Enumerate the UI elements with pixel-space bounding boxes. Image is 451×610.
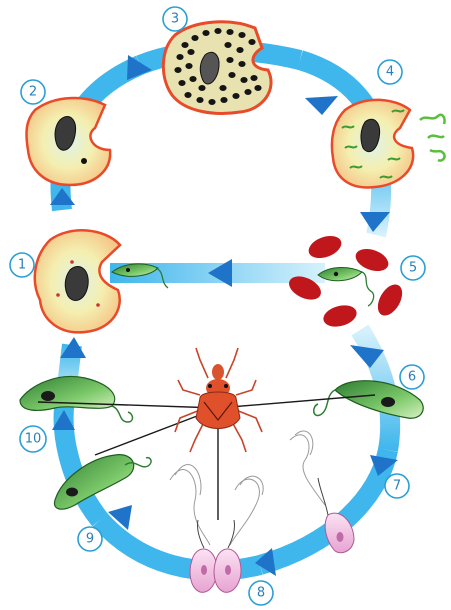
stage-2-host-cell <box>26 98 110 185</box>
stage-label-8-text: 8 <box>257 586 265 601</box>
stage-label-2-text: 2 <box>29 85 37 100</box>
stage-4-bursting-cell <box>332 100 445 188</box>
stage-label-9-text: 9 <box>86 532 94 547</box>
stage-label-10: 10 <box>20 426 46 452</box>
stage-label-1-text: 1 <box>18 258 26 273</box>
stage-label-6: 6 <box>400 365 424 389</box>
stage-1-host-cell <box>35 230 120 332</box>
arrow-3-to-4 <box>305 96 338 115</box>
gut-outline <box>170 431 325 545</box>
stage-label-7-text: 7 <box>393 479 401 494</box>
stage-label-8: 8 <box>249 581 273 605</box>
stage-label-3: 3 <box>163 7 187 31</box>
stage-label-5: 5 <box>401 256 425 280</box>
stage-label-4: 4 <box>378 60 402 84</box>
stage-label-7: 7 <box>385 474 409 498</box>
stage-label-9: 9 <box>78 527 102 551</box>
stage-label-3-text: 3 <box>171 12 179 27</box>
stage-label-1: 1 <box>10 253 34 277</box>
stage-5-bloodstream <box>285 232 407 330</box>
stage-8-metacyclic-trypomastigotes <box>190 520 241 592</box>
stage-label-6-text: 6 <box>408 370 416 385</box>
stage-label-2: 2 <box>21 80 45 104</box>
stage-label-10-text: 10 <box>25 432 42 447</box>
stage-label-5-text: 5 <box>409 261 417 276</box>
stage-10-trypomastigote <box>20 377 133 422</box>
stage-label-4-text: 4 <box>386 65 394 80</box>
stage-3-infected-cell <box>163 22 271 114</box>
